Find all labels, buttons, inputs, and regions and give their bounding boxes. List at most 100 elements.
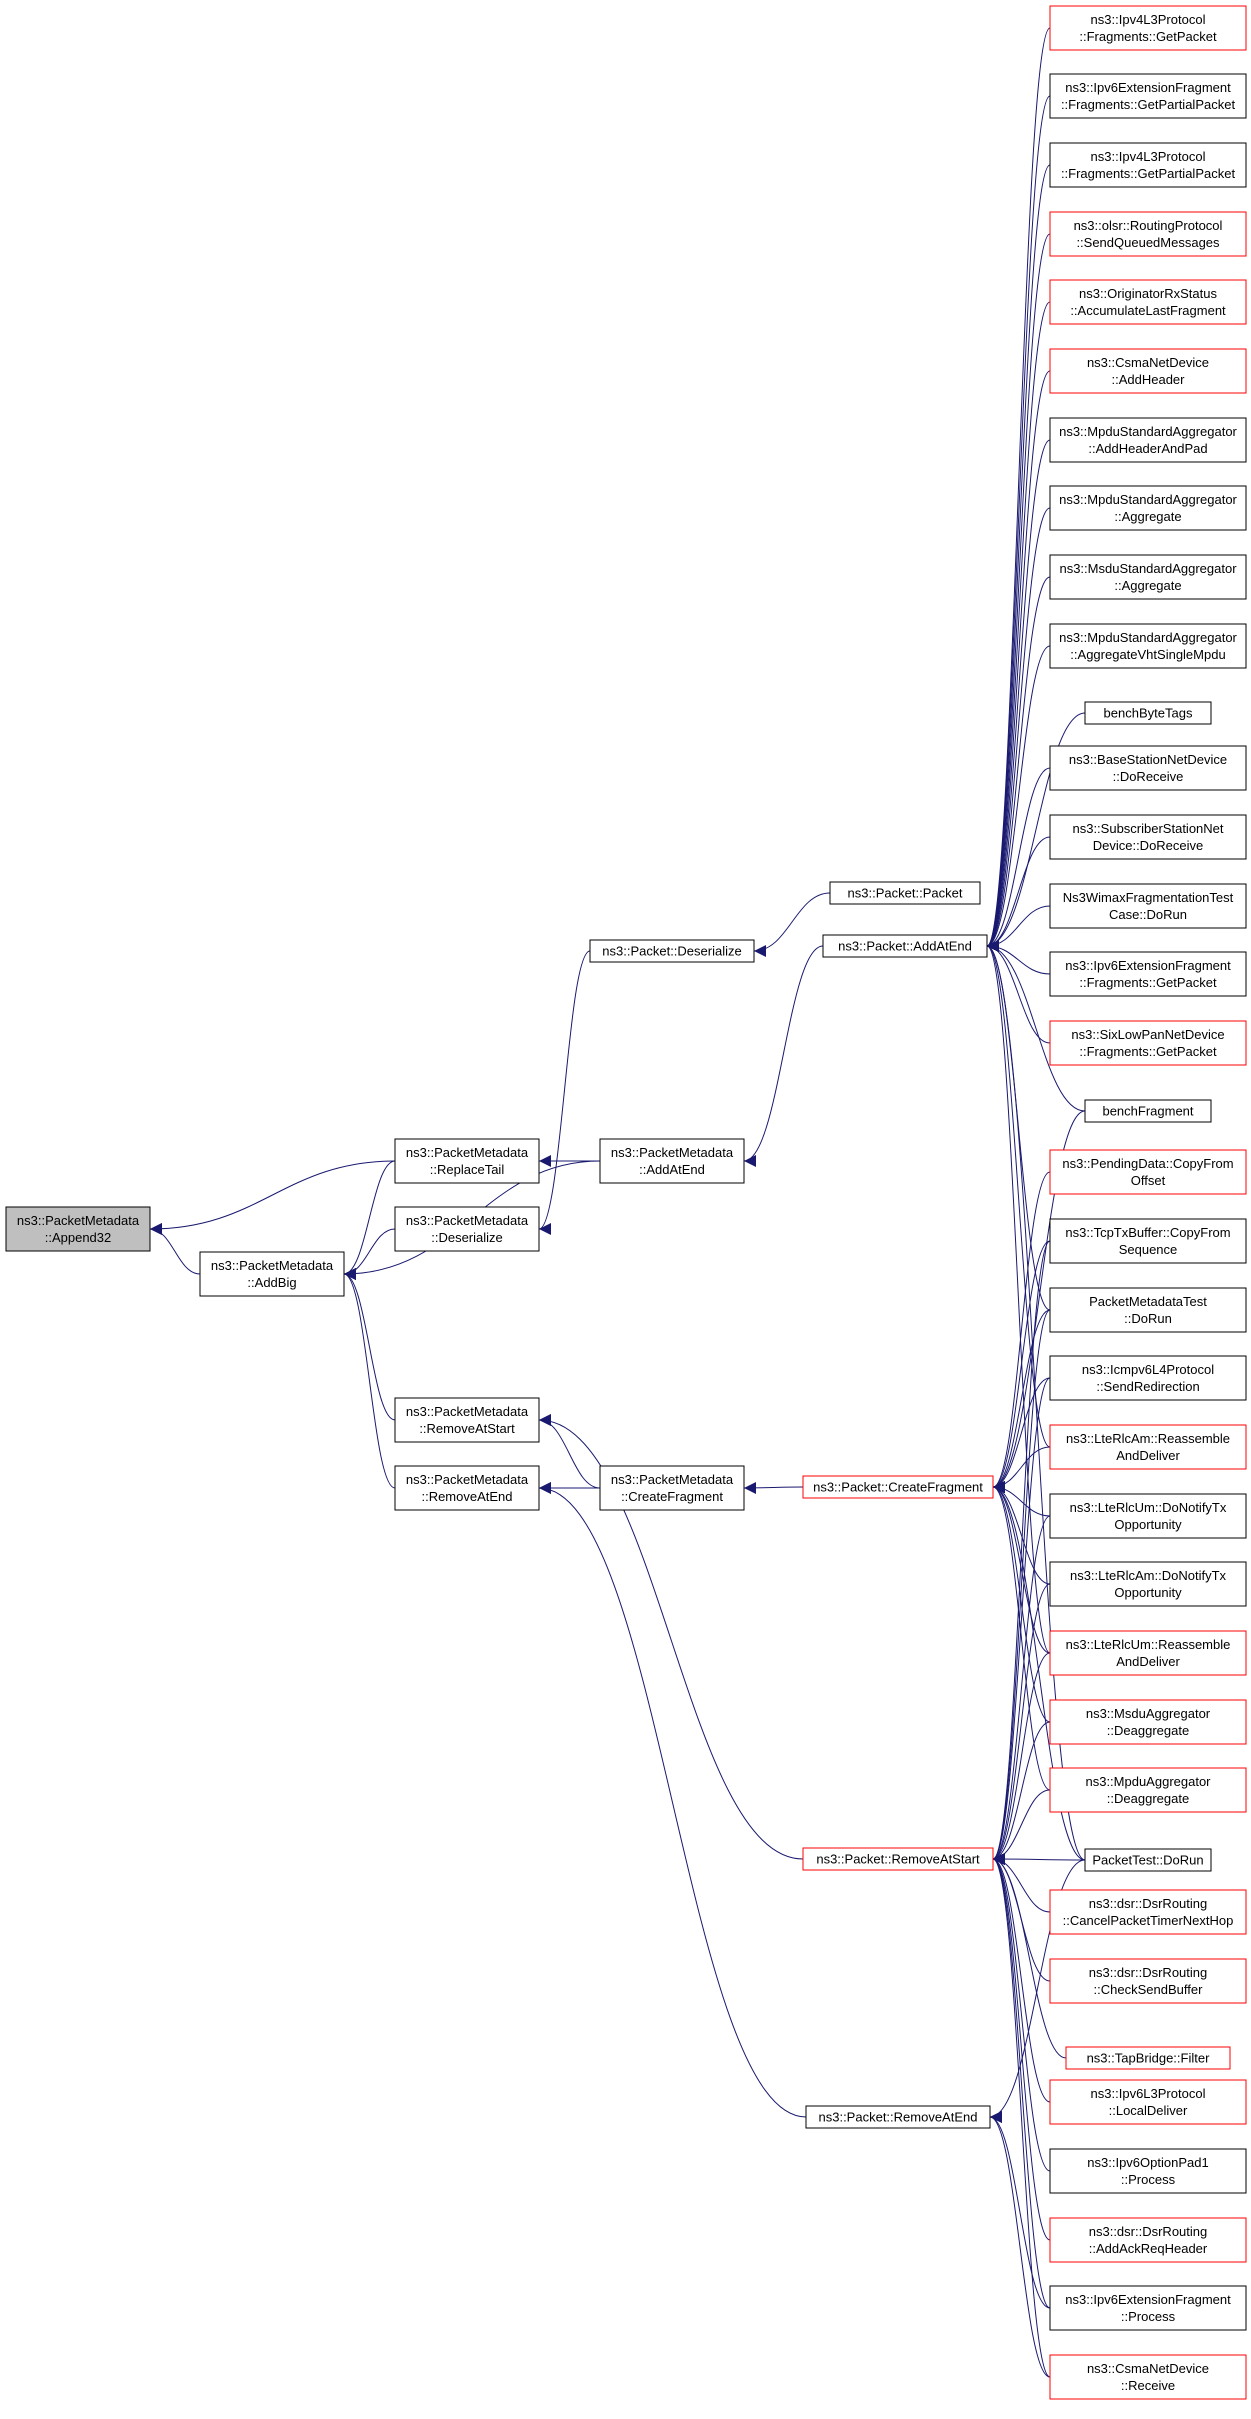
node-box [394,1465,540,1511]
node-r-mpdu-aggregate[interactable]: ns3::MpduStandardAggregator::Aggregate [1049,485,1247,531]
node-r-ipv6ext-getpartial[interactable]: ns3::Ipv6ExtensionFragment::Fragments::G… [1049,73,1247,119]
node-label: ::AddAckReqHeader [1089,2241,1208,2256]
edge-r-ipv4frag-getpartial-to-p-addatend [986,164,1051,952]
edge-r-ltermcum-donotify-to-p-removeatstart [992,1515,1051,1865]
node-box [1049,1493,1247,1539]
node-box [1049,1699,1247,1745]
edge-r-mpdu-addheaderandpad-to-p-addatend [986,439,1051,952]
node-r-benchfragment[interactable]: benchFragment [1084,1099,1212,1123]
edge-pm-deserialize-to-addbig [343,1228,396,1280]
edge-r-ipv6optionpad1-to-p-removeatstart [992,1853,1051,2172]
node-p-addatend[interactable]: ns3::Packet::AddAtEnd [822,934,988,958]
node-r-dsr-checksendbuffer[interactable]: ns3::dsr::DsrRouting::CheckSendBuffer [1049,1958,1247,2004]
node-label: ::AccumulateLastFragment [1070,303,1226,318]
node-r-csma-receive[interactable]: ns3::CsmaNetDevice::Receive [1049,2354,1247,2400]
node-r-olsr-sendqueued[interactable]: ns3::olsr::RoutingProtocol::SendQueuedMe… [1049,211,1247,257]
node-box [1084,1848,1212,1872]
edge-r-msdu-deaggregate-to-p-createfragment [992,1481,1051,1723]
node-r-mpdu-aggvht[interactable]: ns3::MpduStandardAggregator::AggregateVh… [1049,623,1247,669]
node-r-csma-addheader[interactable]: ns3::CsmaNetDevice::AddHeader [1049,348,1247,394]
edge-r-benchfragment-to-p-addatend [986,940,1086,1112]
edge-r-packettest-dorun-to-p-removeatstart [992,1853,1086,1866]
node-r-dsr-cancelpacket[interactable]: ns3::dsr::DsrRouting::CancelPacketTimerN… [1049,1889,1247,1935]
node-p-removeatend[interactable]: ns3::Packet::RemoveAtEnd [805,2105,991,2129]
node-append32[interactable]: ns3::PacketMetadata::Append32 [5,1206,151,1252]
node-p-packet[interactable]: ns3::Packet::Packet [829,881,981,905]
node-r-benchbytetags[interactable]: benchByteTags [1084,701,1212,725]
node-r-ipv4frag-getpartial[interactable]: ns3::Ipv4L3Protocol::Fragments::GetParti… [1049,142,1247,188]
edge-r-icmpv6-sendredirection-to-p-createfragment [992,1377,1051,1493]
node-r-ipv6optionpad1[interactable]: ns3::Ipv6OptionPad1::Process [1049,2148,1247,2194]
node-r-msdu-deaggregate[interactable]: ns3::MsduAggregator::Deaggregate [1049,1699,1247,1745]
node-box [822,934,988,958]
node-box [1049,1767,1247,1813]
node-p-deserialize[interactable]: ns3::Packet::Deserialize [589,939,755,963]
node-box [1049,1149,1247,1195]
nodes-layer: ns3::PacketMetadata::Append32ns3::Packet… [5,5,1247,2400]
edges-layer [149,27,1086,2378]
node-p-createfragment[interactable]: ns3::Packet::CreateFragment [802,1475,994,1499]
node-label: benchByteTags [1104,706,1193,721]
node-r-ipv6l3-localdeliver[interactable]: ns3::Ipv6L3Protocol::LocalDeliver [1049,2079,1247,2125]
node-label: ns3::Ipv6ExtensionFragment [1065,2292,1231,2307]
node-label: ns3::LteRlcUm::DoNotifyTx [1070,1500,1227,1515]
node-box [829,881,981,905]
node-label: PacketTest::DoRun [1092,1853,1203,1868]
node-r-dsr-addackreq[interactable]: ns3::dsr::DsrRouting::AddAckReqHeader [1049,2217,1247,2263]
node-p-removeatstart[interactable]: ns3::Packet::RemoveAtStart [802,1847,994,1871]
edge-r-ltermcum-reassemble-to-p-removeatstart [992,1652,1051,1865]
node-label: ns3::PacketMetadata [211,1258,334,1273]
node-label: AndDeliver [1116,1448,1180,1463]
node-r-ipv6extfrag-process[interactable]: ns3::Ipv6ExtensionFragment::Process [1049,2285,1247,2331]
node-r-originatorrx[interactable]: ns3::OriginatorRxStatus::AccumulateLastF… [1049,279,1247,325]
node-box [1049,745,1247,791]
node-label: ns3::MpduStandardAggregator [1059,630,1237,645]
edge-r-pendingdata-to-p-createfragment [992,1171,1051,1493]
node-label: ::Receive [1121,2378,1175,2393]
node-box [1049,5,1247,51]
node-label: ns3::Packet::CreateFragment [813,1480,983,1495]
node-r-mpdu-addheaderandpad[interactable]: ns3::MpduStandardAggregator::AddHeaderAn… [1049,417,1247,463]
node-pm-addatend[interactable]: ns3::PacketMetadata::AddAtEnd [599,1138,745,1184]
node-r-tapbridge-filter[interactable]: ns3::TapBridge::Filter [1065,2046,1231,2070]
node-addbig[interactable]: ns3::PacketMetadata::AddBig [199,1251,345,1297]
node-label: ::Deaggregate [1107,1791,1189,1806]
node-r-icmpv6-sendredirection[interactable]: ns3::Icmpv6L4Protocol::SendRedirection [1049,1355,1247,1401]
node-label: ns3::PacketMetadata [611,1145,734,1160]
node-pm-deserialize[interactable]: ns3::PacketMetadata::Deserialize [394,1206,540,1252]
node-pm-removeatend[interactable]: ns3::PacketMetadata::RemoveAtEnd [394,1465,540,1511]
node-r-subscriber-doreceive[interactable]: ns3::SubscriberStationNetDevice::DoRecei… [1049,814,1247,860]
node-r-packettest-dorun[interactable]: PacketTest::DoRun [1084,1848,1212,1872]
edge-r-csma-receive-to-p-removeatend [989,2111,1051,2378]
node-r-msdu-aggregate[interactable]: ns3::MsduStandardAggregator::Aggregate [1049,554,1247,600]
node-box [1084,1099,1212,1123]
node-r-basestation-doreceive[interactable]: ns3::BaseStationNetDevice::DoReceive [1049,745,1247,791]
node-box [1049,1287,1247,1333]
edge-r-dsr-addackreq-to-p-removeatstart [992,1853,1051,2241]
edge-r-tcptxbuffer-to-p-createfragment [992,1240,1051,1493]
node-label: ns3::Packet::AddAtEnd [838,939,972,954]
edge-p-removeatend-to-pm-removeatend [538,1482,807,2118]
node-label: ns3::Ipv6OptionPad1 [1087,2155,1208,2170]
node-r-sixlowpan-getpacket[interactable]: ns3::SixLowPanNetDevice::Fragments::GetP… [1049,1020,1247,1066]
node-label: ::RemoveAtStart [419,1421,515,1436]
edge-addbig-to-append32 [149,1223,201,1275]
node-pm-createfragment[interactable]: ns3::PacketMetadata::CreateFragment [599,1465,745,1511]
node-r-ipv6ext-getpacket[interactable]: ns3::Ipv6ExtensionFragment::Fragments::G… [1049,951,1247,997]
node-pm-removeatstart[interactable]: ns3::PacketMetadata::RemoveAtStart [394,1397,540,1443]
edge-r-ltermcam-reassemble-to-p-addatend [986,940,1051,1448]
node-label: ns3::TcpTxBuffer::CopyFrom [1065,1225,1230,1240]
node-r-ipv4frag-getpacket[interactable]: ns3::Ipv4L3Protocol::Fragments::GetPacke… [1049,5,1247,51]
edge-r-olsr-sendqueued-to-p-addatend [986,233,1051,952]
node-r-pmtest-dorun[interactable]: PacketMetadataTest::DoRun [1049,1287,1247,1333]
node-r-mpdu-deaggregate[interactable]: ns3::MpduAggregator::Deaggregate [1049,1767,1247,1813]
node-replacetail[interactable]: ns3::PacketMetadata::ReplaceTail [394,1138,540,1184]
node-box [589,939,755,963]
